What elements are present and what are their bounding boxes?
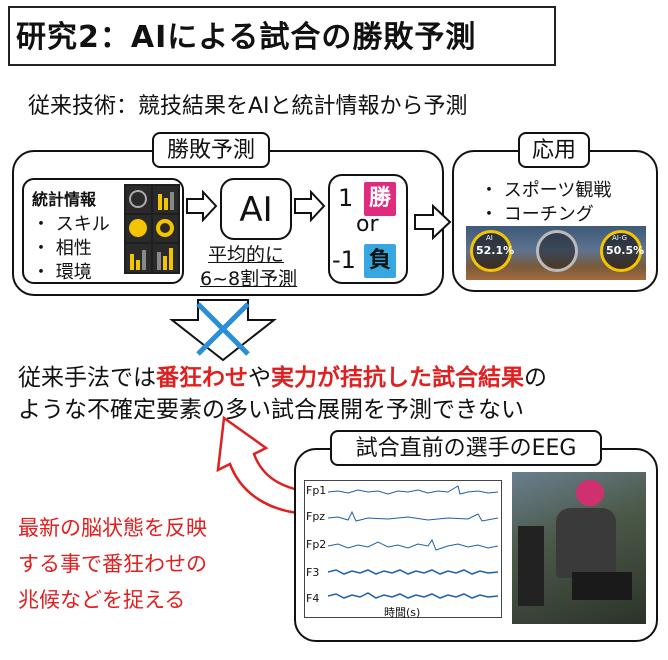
lose-badge: 負 <box>364 244 396 278</box>
eeg-trace-fpz <box>328 510 498 522</box>
broadcast-left-value: 52.1 <box>476 244 504 257</box>
red-curved-arrow-icon <box>216 415 312 516</box>
broadcast-left-tag: AI <box>486 234 493 242</box>
stats-item-env: ・ 環境 <box>32 262 92 283</box>
accuracy-line1: 平均的に <box>208 244 285 266</box>
broadcast-left-pct: 52.1% <box>476 244 515 257</box>
application-item-watching: ・ スポーツ観戦 <box>480 180 612 201</box>
application-panel-label: 応用 <box>518 132 590 168</box>
stats-item-label: 相性 <box>55 238 92 259</box>
player-photo <box>512 472 646 624</box>
arrow-right-icon <box>294 190 326 222</box>
prediction-panel-label: 勝敗予測 <box>152 132 270 168</box>
eeg-trace-f4 <box>328 592 498 599</box>
application-item-label: スポーツ観戦 <box>503 180 612 201</box>
problem-line2: ような不確定要素の多い試合展開を予測できない <box>18 397 524 423</box>
page-title: 研究2：AIによる試合の勝敗予測 <box>16 20 477 55</box>
broadcast-right-tag: AI-G <box>612 234 628 242</box>
win-badge: 勝 <box>364 182 396 216</box>
note-line1: 最新の脳状態を反映 <box>18 516 207 540</box>
broadcast-gauge-right <box>600 230 642 272</box>
note-line3: 兆候などを捉える <box>18 588 186 612</box>
arrow-right-icon <box>414 204 452 240</box>
eeg-channel-label: F4 <box>306 592 320 605</box>
ai-box: AI <box>220 178 292 240</box>
or-label: or <box>356 212 379 237</box>
eeg-channel-label: F3 <box>306 566 320 579</box>
problem-highlight-upset: 番狂わせ <box>156 365 248 391</box>
broadcast-thumbnail: AI 52.1% AI-G 50.5% <box>466 226 646 280</box>
lose-value: -1 <box>332 246 356 274</box>
problem-line1: 従来手法では番狂わせや実力が拮抗した試合結果の <box>18 358 547 392</box>
eeg-channel-label: Fpz <box>306 510 326 523</box>
title-box <box>8 6 556 66</box>
eeg-channel-label: Fp2 <box>306 538 327 551</box>
application-item-label: コーチング <box>503 204 594 225</box>
broadcast-gauge-center <box>536 230 578 272</box>
player-head <box>576 480 604 506</box>
eeg-traces <box>328 485 498 599</box>
eeg-xlabel: 時間(s) <box>384 606 421 619</box>
broadcast-gauge-left <box>470 230 512 272</box>
broadcast-right-value: 50.5 <box>606 244 634 257</box>
chair <box>518 526 544 606</box>
stats-item-compat: ・ 相性 <box>32 238 92 259</box>
problem-highlight-close-match: 実力が拮抗した試合結果 <box>271 365 524 391</box>
player-device <box>572 572 632 600</box>
stats-item-label: 環境 <box>55 262 92 283</box>
application-item-coaching: ・ コーチング <box>480 204 594 225</box>
eeg-trace-fp2 <box>328 538 498 551</box>
stats-dashboard-image <box>124 184 180 274</box>
stats-item-skill: ・ スキル <box>32 214 110 235</box>
eeg-trace-f3 <box>328 569 498 575</box>
problem-text: の <box>524 365 547 391</box>
broadcast-right-pct: 50.5% <box>606 244 645 257</box>
problem-text: や <box>248 365 271 391</box>
note-line2: する事で番狂わせの <box>18 552 207 576</box>
subtitle: 従来技術：競技結果をAIと統計情報から予測 <box>28 94 468 119</box>
win-value: 1 <box>338 184 354 212</box>
eeg-trace-fp1 <box>328 485 498 495</box>
accuracy-line2: 6~8割予測 <box>200 268 298 290</box>
stats-title: 統計情報 <box>32 190 97 209</box>
problem-text: 従来手法では <box>18 365 156 391</box>
arrow-right-icon <box>186 190 218 222</box>
eeg-channel-label: Fp1 <box>306 484 327 497</box>
stats-item-label: スキル <box>55 214 110 235</box>
crossed-down-arrow-icon <box>169 299 277 362</box>
player-body <box>556 508 616 578</box>
eeg-panel-label: 試合直前の選手のEEG <box>330 430 602 466</box>
